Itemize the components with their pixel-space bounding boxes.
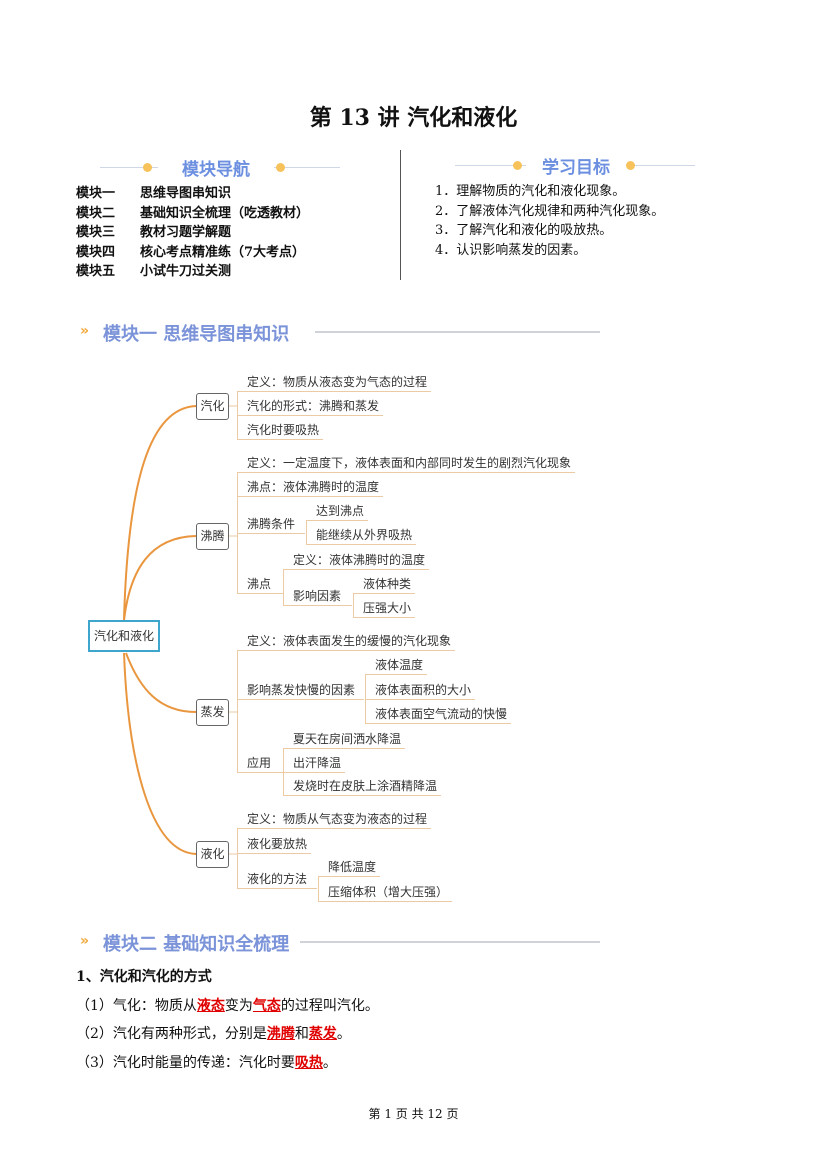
bracket xyxy=(237,472,238,593)
key-term: 液态 xyxy=(196,998,225,1014)
leaf: 达到沸点 xyxy=(306,504,369,521)
dot-icon xyxy=(143,163,152,172)
leaf: 出汗降温 xyxy=(283,756,346,773)
bracket xyxy=(306,520,307,544)
nav-text: 基础知识全梳理（吃透教材） xyxy=(140,205,310,221)
connector xyxy=(123,652,197,855)
nav-text: 教材习题学解题 xyxy=(140,225,232,240)
nav-item[interactable]: 模块五 小试牛刀过关测 xyxy=(76,262,309,282)
nav-label: 模块四 xyxy=(76,244,116,260)
mindmap-root: 汽化和液化 xyxy=(88,620,160,652)
goal-item: 3．了解汽化和液化的吸放热。 xyxy=(435,223,613,238)
nav-text: 思维导图串知识 xyxy=(140,186,232,201)
dot-icon xyxy=(276,163,285,172)
goal-item: 2．了解液体汽化规律和两种汽化现象。 xyxy=(435,203,665,219)
leaf: 压缩体积（增大压强） xyxy=(318,885,453,902)
dot-icon xyxy=(513,161,522,170)
leaf: 液体表面空气流动的快慢 xyxy=(365,707,512,724)
connector xyxy=(125,652,197,713)
module1-heading: 模块一 思维导图串知识 xyxy=(103,324,290,345)
nav-label: 模块一 xyxy=(76,186,116,201)
key-term: 沸腾 xyxy=(266,1026,295,1042)
leaf: 定义：一定温度下，液体表面和内部同时发生的剧烈汽化现象 xyxy=(237,456,576,473)
nav-item[interactable]: 模块四 核心考点精准练（7大考点） xyxy=(76,243,309,263)
connector xyxy=(123,535,197,621)
nav-text: 小试牛刀过关测 xyxy=(140,264,232,279)
connector xyxy=(123,405,197,621)
section-heading: 1、汽化和汽化的方式 xyxy=(76,969,212,985)
nav-text: 核心考点精准练（7大考点） xyxy=(140,244,306,260)
nav-label: 模块三 xyxy=(76,225,116,240)
paragraph: （3）汽化时能量的传递：汽化时要吸热。 xyxy=(76,1052,337,1072)
text: （3）汽化时能量的传递：汽化时要 xyxy=(76,1055,295,1071)
node-liquefy: 液化 xyxy=(196,841,229,868)
nav-heading: 模块导航 xyxy=(158,155,274,180)
node-boil: 沸腾 xyxy=(196,523,229,550)
text: 和 xyxy=(294,1026,309,1042)
leaf: 液体种类 xyxy=(353,577,416,594)
paragraph: （2）汽化有两种形式，分别是沸腾和蒸发。 xyxy=(76,1023,351,1043)
module2-heading: 模块二 基础知识全梳理 xyxy=(103,934,290,955)
key-term: 气态 xyxy=(252,998,281,1014)
leaf: 定义：液体表面发生的缓慢的汽化现象 xyxy=(237,634,456,651)
dot-icon xyxy=(626,161,635,170)
leaf: 定义：物质从气态变为液态的过程 xyxy=(237,812,432,829)
bracket xyxy=(283,569,284,605)
nav-label: 模块五 xyxy=(76,264,116,279)
text: 变为 xyxy=(224,998,253,1014)
nav-item[interactable]: 模块二 基础知识全梳理（吃透教材） xyxy=(76,204,309,224)
leaf: 汽化时要吸热 xyxy=(237,423,324,440)
leaf: 液体表面积的大小 xyxy=(365,683,476,700)
bracket xyxy=(237,650,238,772)
bracket xyxy=(353,593,354,617)
text: 的过程叫汽化。 xyxy=(280,998,379,1014)
leaf: 液化要放热 xyxy=(237,837,312,854)
key-term: 蒸发 xyxy=(308,1026,337,1042)
text: （1）气化：物质从 xyxy=(76,998,197,1014)
node-evaporate: 蒸发 xyxy=(196,699,229,726)
leaf: 液体温度 xyxy=(365,658,428,675)
leaf: 沸点 xyxy=(237,577,283,594)
divider xyxy=(315,331,600,333)
leaf: 沸腾条件 xyxy=(237,517,305,534)
bracket xyxy=(237,828,238,888)
leaf: 定义：液体沸腾时的温度 xyxy=(283,553,430,570)
leaf: 汽化的形式：沸腾和蒸发 xyxy=(237,399,384,416)
chevron-icon: » xyxy=(80,933,90,949)
nav-item[interactable]: 模块三 教材习题学解题 xyxy=(76,223,309,243)
node-vaporize: 汽化 xyxy=(196,393,229,420)
text: （2）汽化有两种形式，分别是 xyxy=(76,1026,267,1042)
key-term: 吸热 xyxy=(294,1055,323,1071)
leaf: 影响因素 xyxy=(283,589,352,606)
page-footer: 第 1 页 共 12 页 xyxy=(368,1107,459,1121)
column-divider xyxy=(400,150,401,280)
leaf: 影响蒸发快慢的因素 xyxy=(237,683,364,700)
goals-heading: 学习目标 xyxy=(526,153,626,178)
text: 。 xyxy=(322,1055,337,1071)
bracket xyxy=(365,674,366,723)
module-nav: 模块一 思维导图串知识 模块二 基础知识全梳理（吃透教材） 模块三 教材习题学解题 模… xyxy=(76,184,309,282)
leaf: 定义：物质从液态变为气态的过程 xyxy=(237,375,432,392)
goal-item: 4．认识影响蒸发的因素。 xyxy=(435,242,587,258)
chevron-icon: » xyxy=(80,323,90,339)
paragraph: （1）气化：物质从液态变为气态的过程叫汽化。 xyxy=(76,995,379,1015)
bracket xyxy=(283,748,284,795)
text: 。 xyxy=(336,1026,351,1042)
nav-item[interactable]: 模块一 思维导图串知识 xyxy=(76,184,309,204)
leaf: 压强大小 xyxy=(353,601,416,618)
leaf: 发烧时在皮肤上涂酒精降温 xyxy=(283,779,442,796)
leaf: 夏天在房间洒水降温 xyxy=(283,732,406,749)
leaf: 液化的方法 xyxy=(237,872,317,889)
bracket xyxy=(318,876,319,901)
leaf: 降低温度 xyxy=(318,860,381,877)
leaf: 沸点：液体沸腾时的温度 xyxy=(237,480,384,497)
page-title: 第 13 讲 汽化和液化 xyxy=(309,105,518,131)
goals-list: 1．理解物质的汽化和液化现象。 2．了解液体汽化规律和两种汽化现象。 3．了解汽… xyxy=(435,182,664,260)
divider xyxy=(300,941,600,943)
nav-label: 模块二 xyxy=(76,205,116,221)
goal-item: 1．理解物质的汽化和液化现象。 xyxy=(435,184,626,199)
leaf: 应用 xyxy=(237,756,283,773)
leaf: 能继续从外界吸热 xyxy=(306,528,417,545)
